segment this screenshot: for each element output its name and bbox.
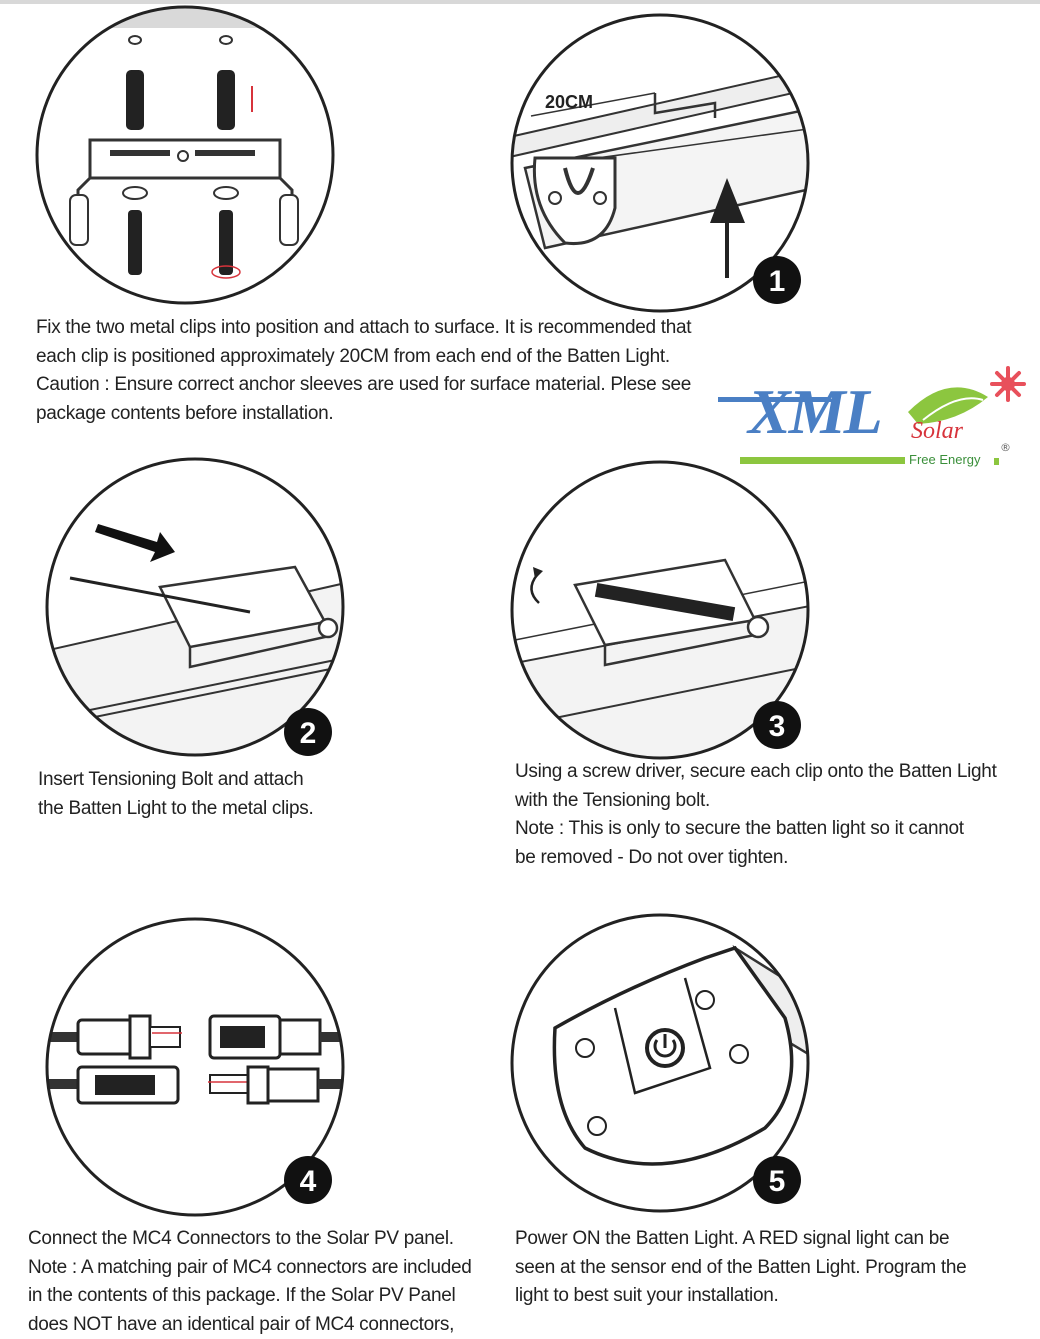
step5-line: light to best suit your installation. <box>515 1282 966 1311</box>
step3-line: be removed - Do not over tighten. <box>515 844 997 873</box>
step3-line: with the Tensioning bolt. <box>515 787 997 816</box>
step4-line: does NOT have an identical pair of MC4 c… <box>28 1311 472 1339</box>
step3-caption: Using a screw driver, secure each clip o… <box>515 758 997 872</box>
step-number-2: 2 <box>300 717 317 750</box>
illustration-power-button: 5 <box>505 908 815 1218</box>
step1-line: package contents before installation. <box>36 400 691 429</box>
step5-line: Power ON the Batten Light. A RED signal … <box>515 1225 966 1254</box>
dimension-label: 20CM <box>545 92 593 112</box>
step3-line: Note : This is only to secure the batten… <box>515 815 997 844</box>
step4-line: in the contents of this package. If the … <box>28 1282 472 1311</box>
step1-line: each clip is positioned approximately 20… <box>36 343 691 372</box>
step2-line: Insert Tensioning Bolt and attach <box>38 766 313 795</box>
step4-caption: Connect the MC4 Connectors to the Solar … <box>28 1225 472 1339</box>
step4-line: Connect the MC4 Connectors to the Solar … <box>28 1225 472 1254</box>
logo-solar: Solar <box>911 418 963 445</box>
step-number-5: 5 <box>769 1165 786 1198</box>
logo-brand: XML <box>748 380 881 444</box>
step5-line: seen at the sensor end of the Batten Lig… <box>515 1254 966 1283</box>
step1-line: Caution : Ensure correct anchor sleeves … <box>36 371 691 400</box>
step1-caption: Fix the two metal clips into position an… <box>36 314 691 428</box>
step5-caption: Power ON the Batten Light. A RED signal … <box>515 1225 966 1311</box>
step-number-1: 1 <box>769 265 786 298</box>
illustration-insert-bolt: 2 <box>40 452 350 762</box>
step-number-3: 3 <box>769 710 786 743</box>
logo-registered: ® <box>1000 441 1011 454</box>
illustration-screwdriver: 3 <box>505 455 815 765</box>
step-number-4: 4 <box>300 1165 317 1198</box>
step2-caption: Insert Tensioning Bolt and attach the Ba… <box>38 766 313 823</box>
step4-line: Note : A matching pair of MC4 connectors… <box>28 1254 472 1283</box>
logo-tagline: Free Energy <box>909 452 981 467</box>
illustration-clip-anchors <box>30 0 340 310</box>
step2-line: the Batten Light to the metal clips. <box>38 795 313 824</box>
illustration-batten-20cm: 20CM 1 <box>505 8 815 318</box>
step1-line: Fix the two metal clips into position an… <box>36 314 691 343</box>
step3-line: Using a screw driver, secure each clip o… <box>515 758 997 787</box>
illustration-mc4-connectors: 4 <box>40 912 350 1222</box>
